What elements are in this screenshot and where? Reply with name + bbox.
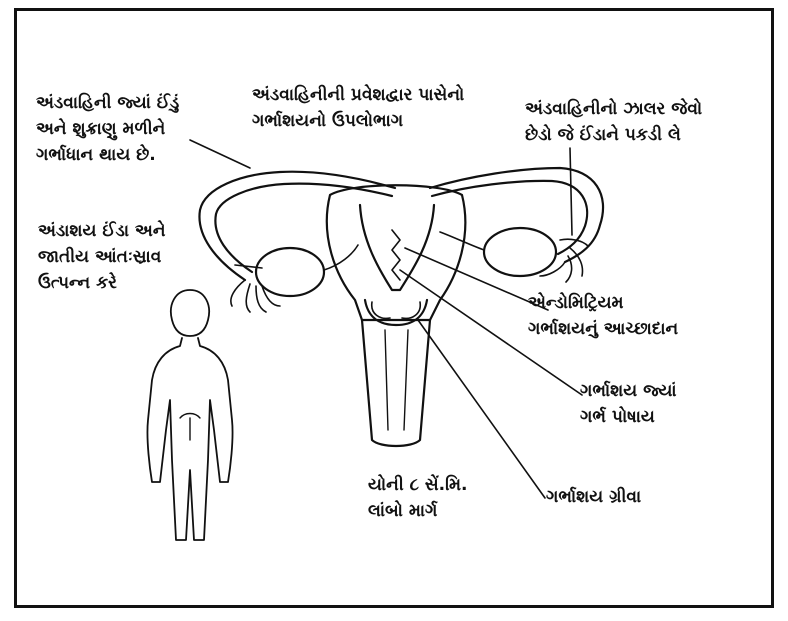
human-silhouette: [147, 290, 232, 540]
label-ovary: અંડાશય ઈંડા અને જાતીય આંતઃસ્રાવ ઉત્પન્ન …: [38, 218, 166, 296]
vagina-inner-right: [404, 330, 408, 430]
label-fertilization-line2: અને શુક્રાણુ મળીને: [36, 116, 179, 142]
left-fallopian-tube-inner: [215, 184, 392, 272]
label-endometrium-line1: એન્ડોમિટ્રિયમ: [528, 290, 678, 316]
label-fertilization: અંડવાહિની જ્યાં ઈંડું અને શુક્રાણુ મળીને…: [36, 90, 179, 168]
label-fundus-line1: અંડવાહિનીની પ્રવેશદ્વાર પાસેનો: [252, 82, 464, 108]
label-ovary-line2: જાતીય આંતઃસ્રાવ: [38, 244, 166, 270]
left-ovary: [256, 248, 324, 296]
label-fertilization-line1: અંડવાહિની જ્યાં ઈંડું: [36, 90, 179, 116]
label-uterus: ગર્ભાશય જ્યાં ગર્ભ પોષાય: [580, 378, 677, 430]
human-pelvis-detail: [180, 414, 200, 441]
endometrium-zigzag: [392, 230, 400, 280]
leader-fimbriae: [570, 148, 572, 235]
label-endometrium-line2: ગર્ભાશયનું આચ્છાદાન: [528, 316, 678, 342]
left-fimbriae: [231, 280, 280, 312]
label-vagina-line2: લાંબો માર્ગ: [368, 498, 467, 524]
label-fimbriae: અંડવાહિનીનો ઝાલર જેવો છેડો જે ઈંડાને પકડ…: [525, 96, 702, 148]
label-vagina-line1: યોની ૮ સેં.મિ.: [368, 472, 467, 498]
label-fundus-line2: ગર્ભાશયનો ઉપલોભાગ: [252, 108, 464, 134]
label-uterus-line1: ગર્ભાશય જ્યાં: [580, 378, 677, 404]
left-fallopian-tube: [199, 172, 395, 280]
cervix-left-lip: [372, 302, 390, 318]
label-ovary-line3: ઉત્પન્ન કરે: [38, 270, 166, 296]
cervix-right-lip: [402, 302, 420, 318]
label-ovary-line1: અંડાશય ઈંડા અને: [38, 218, 166, 244]
label-fundus: અંડવાહિનીની પ્રવેશદ્વાર પાસેનો ગર્ભાશયનો…: [252, 82, 464, 134]
label-fimbriae-line1: અંડવાહિનીનો ઝાલર જેવો: [525, 96, 702, 122]
label-fertilization-line3: ગર્ભાધાન થાય છે.: [36, 142, 179, 168]
label-uterus-line2: ગર્ભ પોષાય: [580, 404, 677, 430]
label-endometrium: એન્ડોમિટ્રિયમ ગર્ભાશયનું આચ્છાદાન: [528, 290, 678, 342]
label-vagina: યોની ૮ સેં.મિ. લાંબો માર્ગ: [368, 472, 467, 524]
vagina-inner-left: [385, 330, 388, 430]
label-cervix-line1: ગર્ભાશય ગ્રીવા: [546, 484, 641, 510]
vagina-outline: [362, 320, 430, 446]
leader-fertilization: [190, 140, 250, 168]
right-fimbriae: [540, 239, 588, 282]
right-ovary: [484, 228, 556, 276]
label-cervix: ગર્ભાશય ગ્રીવા: [546, 484, 641, 510]
label-fimbriae-line2: છેડો જે ઈંડાને પકડી લે: [525, 122, 702, 148]
